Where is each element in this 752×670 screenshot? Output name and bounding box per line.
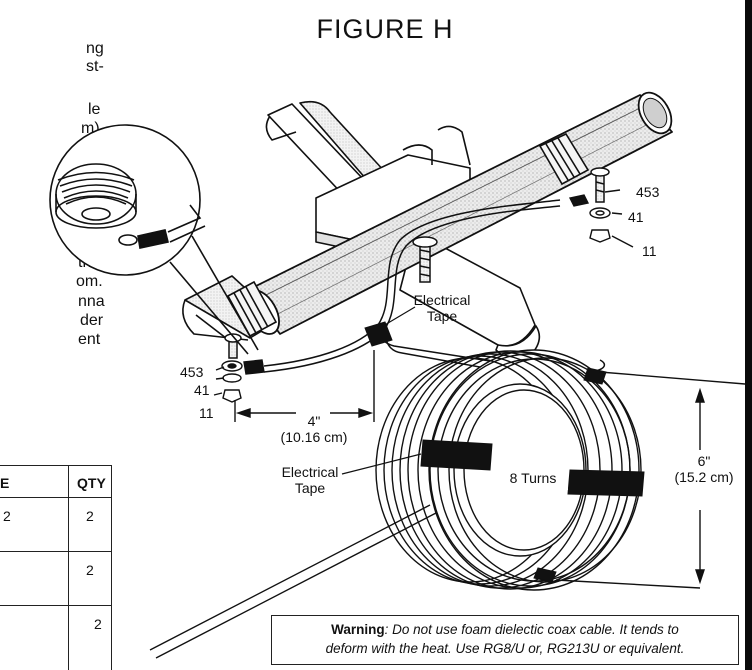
table-cell-qty: 2 — [86, 508, 94, 524]
hose-clamp — [226, 132, 590, 338]
left-hardware — [213, 359, 265, 403]
warning-label: Warning — [331, 622, 385, 637]
part-label-453: 453 — [180, 364, 204, 380]
right-hardware — [568, 189, 634, 248]
table-rule — [0, 497, 112, 498]
warning-text: deform with the heat. Use RG8/U or, RG21… — [325, 641, 685, 656]
table-header-e: E — [0, 475, 10, 491]
left-text-fragment: le — [88, 101, 101, 118]
tape-label-line: Tape — [426, 308, 458, 324]
dimension-4in — [234, 350, 375, 422]
table-cell-qty: 2 — [86, 562, 94, 578]
dimension-value: 4" — [307, 413, 321, 429]
table-rule — [111, 465, 112, 670]
part-label-11: 11 — [642, 243, 657, 259]
table-rule — [0, 551, 112, 552]
table-rule — [0, 465, 112, 466]
tape-label-line: Electrical — [413, 292, 471, 308]
left-text-fragment: nna — [78, 293, 105, 310]
part-label-41: 41 — [194, 382, 210, 398]
dimension-6in-label: 6" (15.2 cm) — [668, 453, 740, 485]
parts-table: E QTY 2 2 2 2 — [0, 465, 112, 670]
left-text-fragment: ng — [86, 40, 104, 57]
warning-text: : Do not use foam dielectic coax cable. … — [384, 622, 679, 637]
dimension-6in — [555, 371, 746, 589]
tape-label-line: Tape — [294, 480, 326, 496]
u-bolt — [224, 167, 610, 359]
detail-magnifier — [49, 124, 259, 355]
dimension-value: (10.16 cm) — [280, 429, 348, 445]
warning-box: Warning: Do not use foam dielectic coax … — [271, 615, 739, 665]
turns-label: 8 Turns — [509, 470, 557, 486]
table-cell-qty: 2 — [94, 616, 102, 632]
table-rule — [68, 465, 69, 670]
table-cell-code: 2 — [3, 508, 11, 524]
left-text-fragment: om. — [76, 273, 103, 290]
table-rule — [0, 605, 112, 606]
dimension-value: (15.2 cm) — [674, 469, 734, 485]
table-header-qty: QTY — [77, 475, 106, 491]
tape-band — [364, 321, 393, 347]
tape-band — [533, 567, 557, 583]
part-label-453: 453 — [636, 184, 660, 200]
left-text-fragment: ent — [78, 331, 101, 348]
dimension-4in-label: 4" (10.16 cm) — [268, 413, 360, 445]
dimension-value: 6" — [697, 453, 711, 469]
part-label-41: 41 — [628, 209, 644, 225]
part-label-11: 11 — [199, 405, 214, 421]
leader-lines — [341, 306, 422, 475]
page-edge-bar — [745, 0, 752, 670]
tape-band — [420, 439, 493, 471]
left-text-fragment: st- — [86, 58, 104, 75]
tape-band — [567, 469, 645, 497]
left-text-fragment: der — [80, 312, 104, 329]
electrical-tape-label: Electrical Tape — [270, 464, 350, 496]
figure-title: FIGURE H — [316, 14, 454, 44]
electrical-tape-label: Electrical Tape — [402, 292, 482, 324]
tape-label-line: Electrical — [281, 464, 339, 480]
